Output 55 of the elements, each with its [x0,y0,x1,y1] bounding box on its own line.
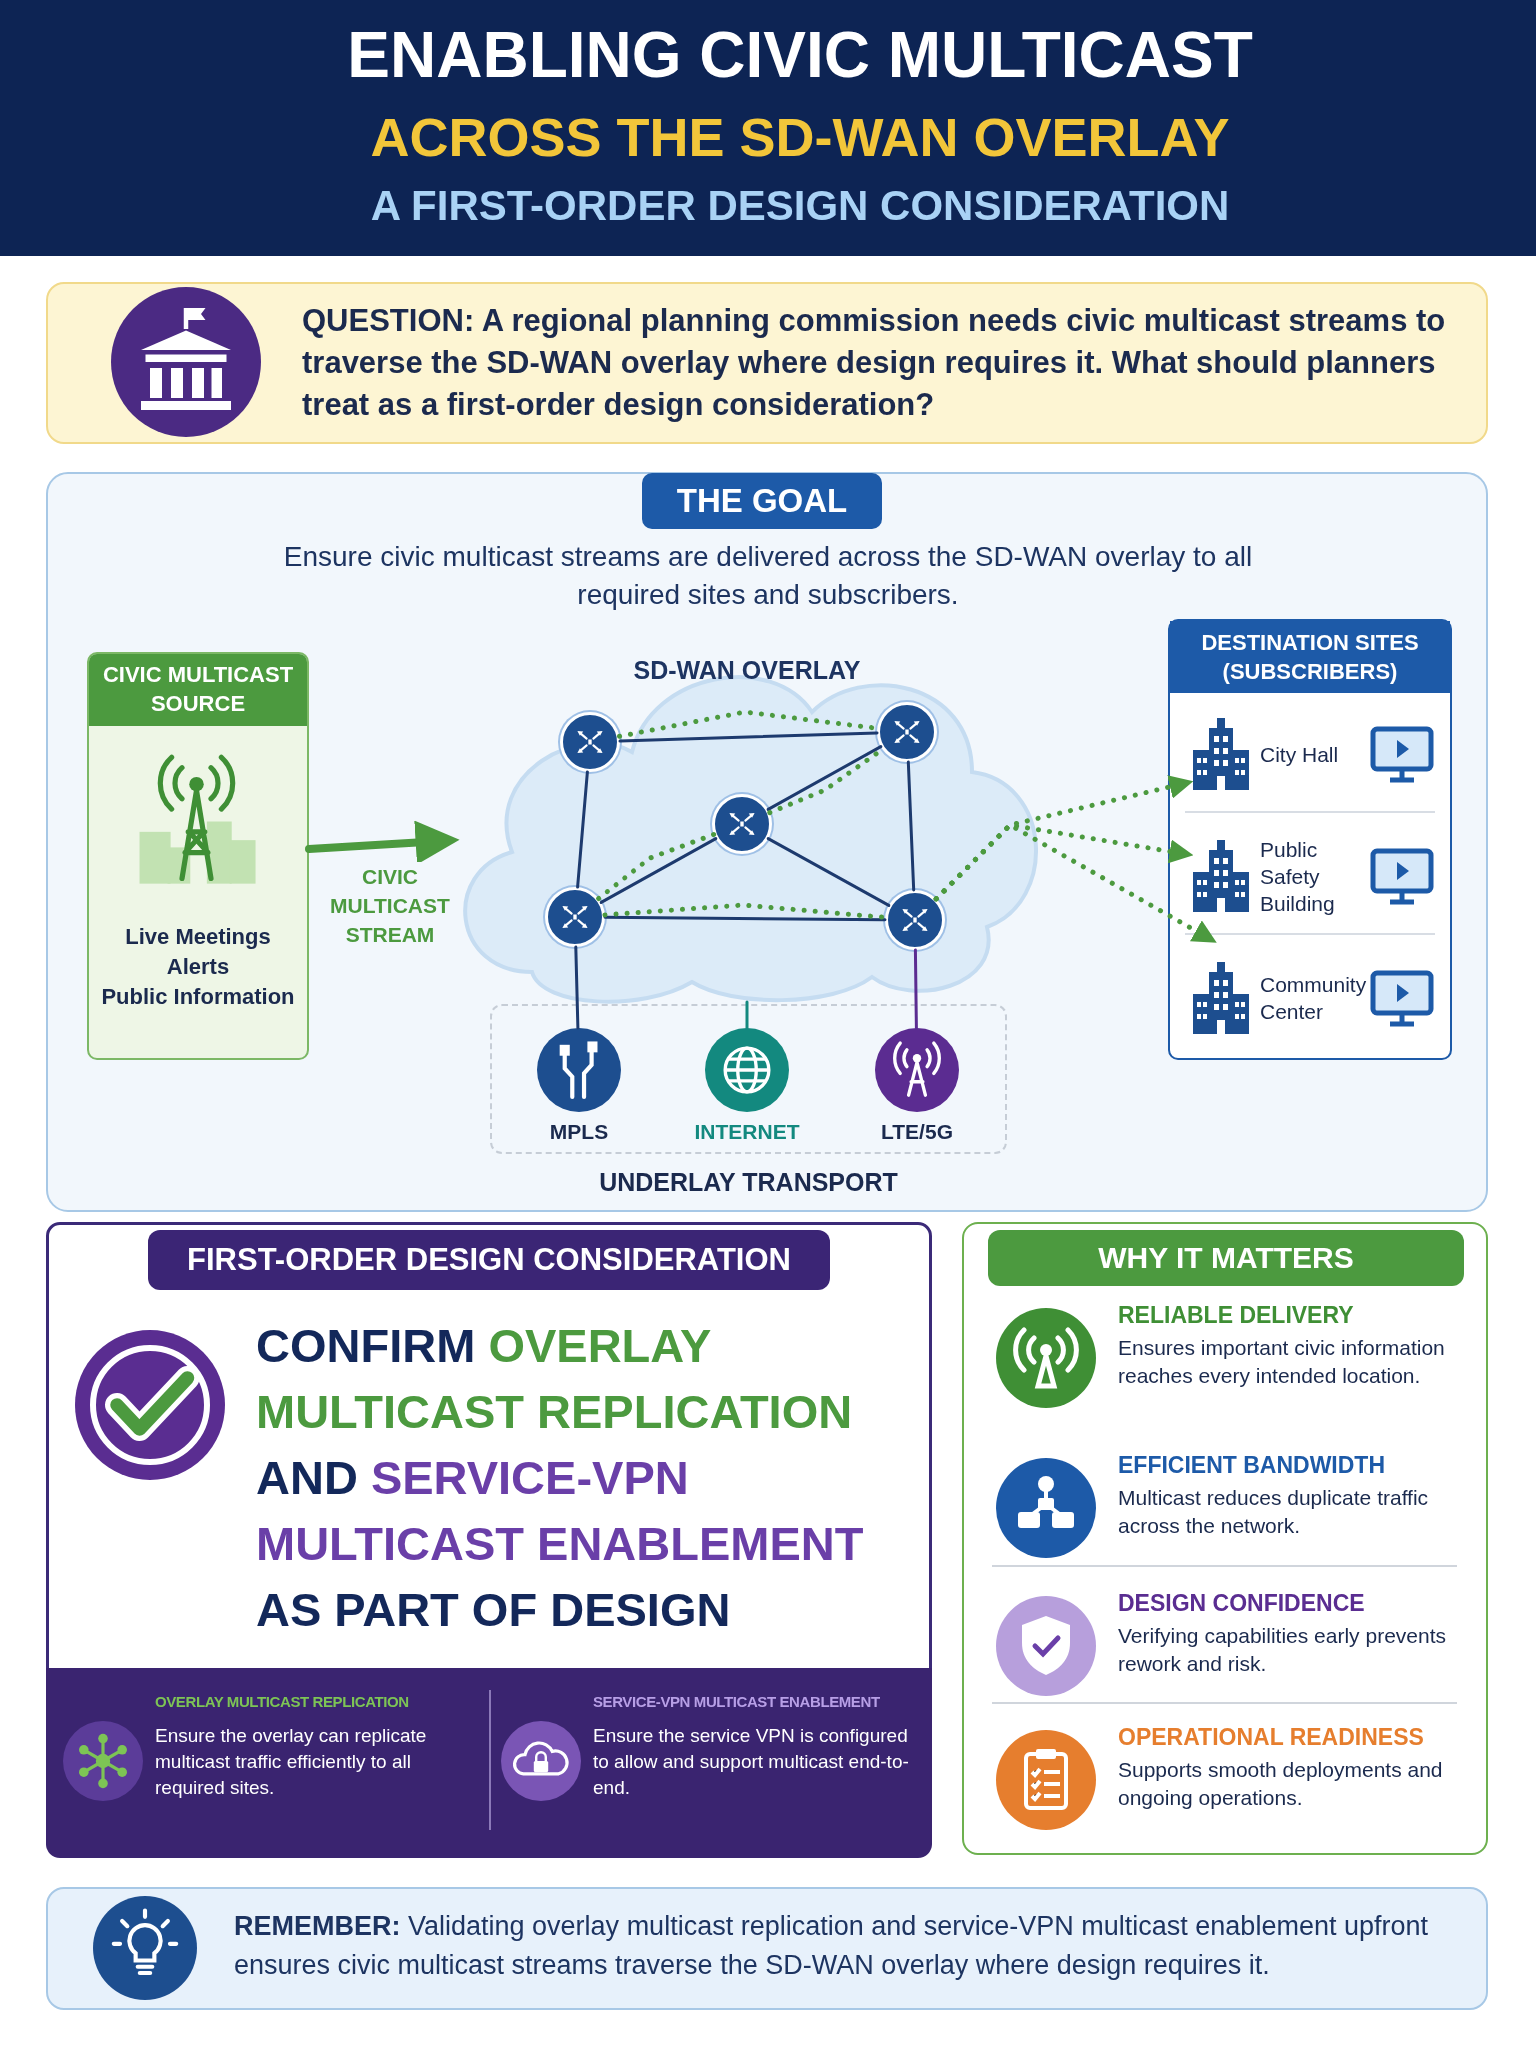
transport-label: MPLS [548,1120,610,1144]
item-text: Public Information [100,984,296,1010]
connector-line [574,945,580,1030]
transport-label: INTERNET [693,1120,801,1144]
source-card [87,652,309,1060]
connector-line [913,948,918,1030]
section-label: UNDERLAY TRANSPORT [598,1168,899,1197]
connector-line [599,837,718,904]
item-text: Verifying capabilities early prevents rework and risk. [1118,1623,1447,1677]
subtitle: A FIRST-ORDER DESIGN CONSIDERATION [369,182,1231,230]
reminder-text: REMEMBER: Validating overlay multicast replication and service-VPN multicast enablement upfront ensures civic multicast streams traverse the SD-WAN overlay where design requires it. [234,1910,1429,1982]
item-title: OPERATIONAL READINESS [1118,1724,1425,1751]
why-panel [962,1222,1488,1855]
question-card [46,282,1488,444]
section-header: THE GOAL [642,473,882,529]
card-text: Ensure the overlay can replicate multicast traffic efficiently to all required sites. [155,1724,428,1800]
goal-panel [46,472,1488,1212]
router-icon [560,712,620,772]
item-text: Ensures important civic information reaches every intended location. [1118,1335,1446,1389]
card-header: CIVIC MULTICAST SOURCE [89,654,307,726]
card-header: OVERLAY MULTICAST REPLICATION [155,1693,410,1710]
overlay-label: SD-WAN OVERLAY [632,656,862,685]
card-header: DESTINATION SITES (SUBSCRIBERS) [1170,621,1450,693]
connector-line [576,770,589,889]
connector-line [906,760,916,892]
headline: CONFIRM OVERLAY MULTICAST REPLICATION AND SERVICE-VPN MULTICAST ENABLEMENT AS PART OF DESIGN [256,1318,865,1638]
connector-line [618,731,879,743]
header-banner [0,0,1536,256]
item-text: Live Meetings [124,924,272,950]
site-name: Public Safety Building [1260,838,1336,914]
site-name: City Hall [1260,741,1340,768]
site-name: Community Center [1260,972,1364,1025]
goal-text: Ensure civic multicast streams are delivered across the SD-WAN overlay to all required sites and subscribers. [282,540,1254,612]
item-text: Supports smooth deployments and ongoing operations. [1118,1757,1444,1811]
item-title: DESIGN CONFIDENCE [1118,1590,1366,1617]
connector-line [766,837,891,907]
card-header: SERVICE-VPN MULTICAST ENABLEMENT [593,1693,881,1710]
question-text: QUESTION: A regional planning commission needs civic multicast streams to traverse the SD-WAN overlay where design requires it. What should planners treat as a first-order design consideration? [302,302,1447,424]
arrow [305,820,460,865]
item-text: Multicast reduces duplicate traffic across the network. [1118,1485,1430,1539]
item-title: EFFICIENT BANDWIDTH [1118,1452,1387,1479]
section-header: FIRST-ORDER DESIGN CONSIDERATION [148,1230,830,1290]
connector-line [745,1000,749,1030]
title: ENABLING CIVIC MULTICAST [346,18,1254,92]
dotted-line [596,831,717,901]
connector-line [603,915,887,922]
consideration-panel [46,1222,932,1855]
reminder-card [46,1887,1488,2010]
item-title: RELIABLE DELIVERY [1118,1302,1355,1329]
destination-panel [1168,619,1452,1060]
item-text: Alerts [165,954,231,980]
section-header: WHY IT MATTERS [988,1230,1464,1286]
card-text: Ensure the service VPN is configured to allow and support multicast end-to-end. [593,1724,910,1800]
transport-label: LTE/5G [880,1120,954,1144]
title: ACROSS THE SD-WAN OVERLAY [369,106,1231,168]
